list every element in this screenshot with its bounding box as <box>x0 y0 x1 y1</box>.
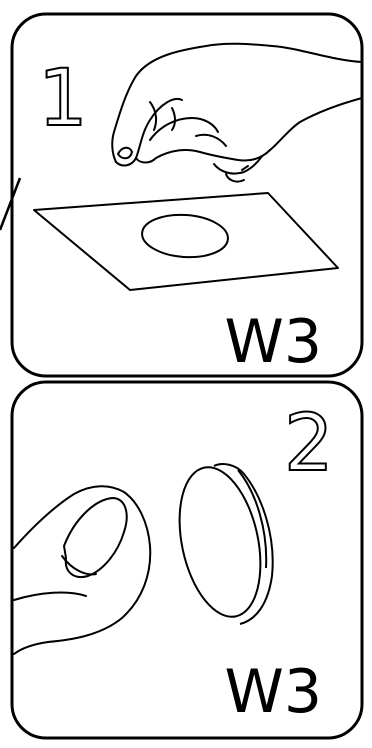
pad-on-sheet-icon <box>141 212 230 260</box>
code-label-2: W3 <box>225 657 323 727</box>
step-number-1: 1 <box>38 54 88 144</box>
fingertip-icon <box>14 486 150 654</box>
backing-sheet <box>34 193 338 290</box>
step-number-2: 2 <box>284 399 334 489</box>
hand-icon <box>112 44 362 182</box>
callout-line <box>0 178 20 230</box>
panel-step-1: 1 W3 <box>0 14 362 377</box>
panel-step-2: 2 W3 <box>12 382 362 738</box>
pad-disc-icon <box>167 460 273 624</box>
code-label-1: W3 <box>225 307 323 377</box>
